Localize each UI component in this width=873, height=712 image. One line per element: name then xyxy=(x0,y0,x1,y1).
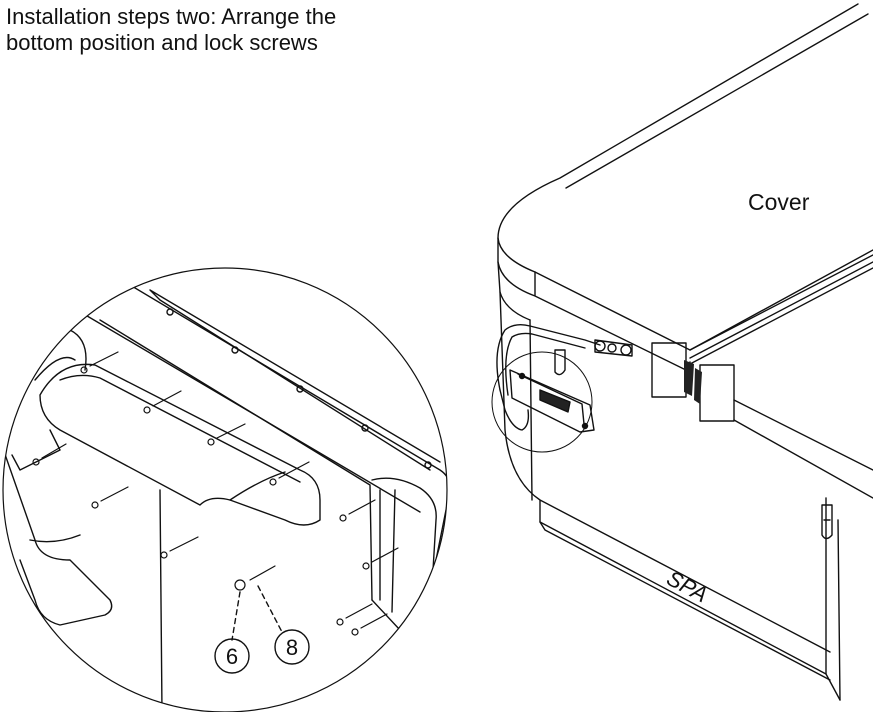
detail-view-border xyxy=(2,267,448,712)
cover-fold-flap-1 xyxy=(651,342,687,398)
spa-body-lower xyxy=(539,521,831,681)
screw-icon xyxy=(207,423,246,446)
detail-callout-circle xyxy=(491,351,593,453)
title-line-2: bottom position and lock screws xyxy=(6,30,318,55)
screw-icon xyxy=(160,536,199,559)
detail-view: 6 8 xyxy=(2,267,448,712)
cover-fold-flap-2 xyxy=(699,364,735,422)
cover-label: Cover xyxy=(748,189,810,215)
screw-icon xyxy=(91,486,129,509)
callout-circle-8 xyxy=(274,629,310,665)
panel-line xyxy=(3,489,163,712)
callout-leader-6 xyxy=(231,591,241,641)
cover-lift-handle xyxy=(496,323,633,431)
screw-icon xyxy=(234,579,246,591)
spa-body-vertical xyxy=(529,319,841,701)
rail-edge xyxy=(99,319,373,601)
screw-icon xyxy=(336,603,373,626)
handle-arm xyxy=(39,363,321,526)
screw-icon xyxy=(362,547,399,570)
screws xyxy=(32,351,399,636)
rail-holes xyxy=(166,308,432,469)
rail-inner xyxy=(149,289,441,471)
right-latch-icon xyxy=(821,504,833,540)
cover-fold-shade xyxy=(684,360,702,404)
screw-icon xyxy=(143,390,182,414)
screw-icon xyxy=(32,443,67,466)
spa-cover-assembly: Cover SPA xyxy=(491,3,873,701)
screw-icon xyxy=(339,499,376,522)
callout-label-8: 8 xyxy=(286,635,298,660)
latch-hook-icon xyxy=(554,349,566,376)
spa-bracket xyxy=(509,349,595,433)
screw-icon xyxy=(351,613,388,636)
screw-icon xyxy=(80,351,119,374)
handle-pivot xyxy=(19,327,87,381)
rail-outer xyxy=(59,269,447,641)
callout-label-6: 6 xyxy=(226,644,238,669)
cover-top-edge-inner xyxy=(565,13,869,189)
callout-leader-8 xyxy=(257,585,283,633)
instruction-title: Installation steps two: Arrange the bott… xyxy=(6,4,446,56)
cover-right-skirt xyxy=(733,399,873,499)
cover-fold xyxy=(689,254,873,365)
cover-skirt xyxy=(497,237,691,373)
support-tube xyxy=(3,439,113,626)
screw-icon xyxy=(269,461,310,486)
title-line-1: Installation steps two: Arrange the xyxy=(6,4,337,29)
end-block xyxy=(371,477,437,632)
screw-icon xyxy=(249,565,276,581)
cover-skirt-lower xyxy=(497,261,531,321)
callout-circle-6 xyxy=(214,638,250,674)
